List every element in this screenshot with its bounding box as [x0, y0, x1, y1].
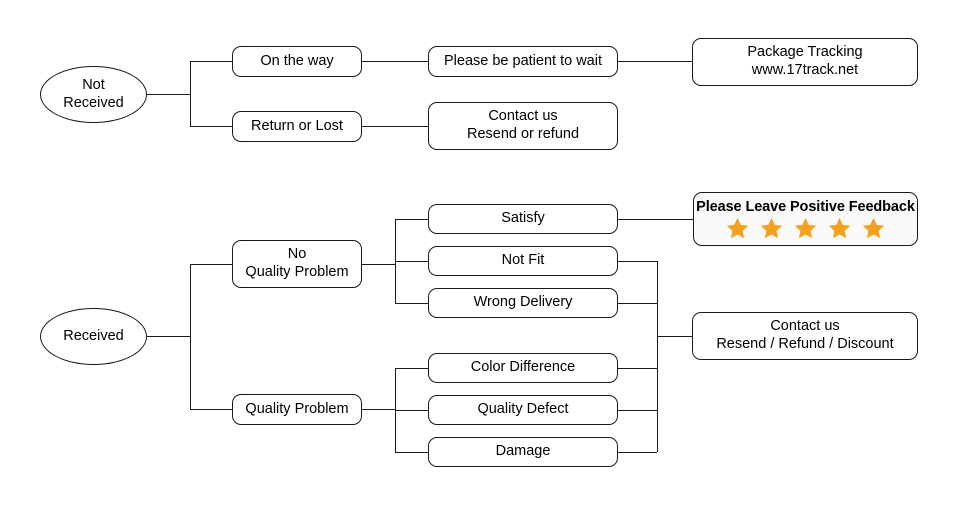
- connector-on-the-way-to-wait: [362, 61, 428, 62]
- node-quality-problem[interactable]: Quality Problem: [232, 394, 362, 425]
- node-on-the-way-label: On the way: [260, 52, 334, 69]
- connector-to-quality-defect: [395, 410, 428, 411]
- star-icon: [726, 217, 749, 239]
- node-satisfy-label: Satisfy: [501, 210, 545, 227]
- node-contact-resend-refund-discount-label: Contact us Resend / Refund / Discount: [716, 318, 894, 352]
- star-icon: [794, 217, 817, 239]
- connector-quality-defect-to-merge: [618, 410, 657, 411]
- connector-not-received-to-on-the-way: [190, 61, 232, 62]
- node-please-be-patient-label: Please be patient to wait: [444, 52, 602, 69]
- connector-color-difference-to-merge: [618, 368, 657, 369]
- node-wrong-delivery[interactable]: Wrong Delivery: [428, 288, 618, 318]
- connector-damage-to-merge: [618, 452, 657, 453]
- node-not-received-label: Not Received: [63, 76, 124, 111]
- node-color-difference-label: Color Difference: [470, 359, 576, 376]
- node-contact-resend-refund-discount[interactable]: Contact us Resend / Refund / Discount: [692, 312, 918, 360]
- connector-received-to-quality-problem: [190, 409, 232, 410]
- connector-return-or-lost-to-contact: [362, 126, 428, 127]
- node-damage[interactable]: Damage: [428, 437, 618, 467]
- node-return-or-lost[interactable]: Return or Lost: [232, 111, 362, 142]
- node-satisfy[interactable]: Satisfy: [428, 204, 618, 234]
- connector-not-received-stem: [147, 94, 190, 95]
- connector-received-spine: [190, 264, 191, 409]
- connector-to-color-difference: [395, 368, 428, 369]
- node-contact-resend-refund-label: Contact us Resend or refund: [466, 108, 580, 142]
- star-icon: [828, 217, 851, 239]
- connector-received-stem: [147, 336, 190, 337]
- node-no-quality-problem[interactable]: No Quality Problem: [232, 240, 362, 288]
- node-on-the-way[interactable]: On the way: [232, 46, 362, 77]
- node-positive-feedback[interactable]: Please Leave Positive Feedback: [693, 192, 918, 246]
- connector-to-wrong-delivery: [395, 303, 428, 304]
- connector-to-damage: [395, 452, 428, 453]
- connector-wait-to-tracking: [618, 61, 692, 62]
- node-return-or-lost-label: Return or Lost: [251, 117, 343, 134]
- connector-received-to-no-quality-problem: [190, 264, 232, 265]
- node-quality-defect-label: Quality Defect: [477, 401, 569, 418]
- node-quality-defect[interactable]: Quality Defect: [428, 395, 618, 425]
- node-package-tracking[interactable]: Package Tracking www.17track.net: [692, 38, 918, 86]
- feedback-label: Please Leave Positive Feedback: [696, 199, 915, 215]
- node-not-fit-label: Not Fit: [501, 252, 545, 269]
- node-not-fit[interactable]: Not Fit: [428, 246, 618, 276]
- node-contact-resend-refund[interactable]: Contact us Resend or refund: [428, 102, 618, 150]
- node-damage-label: Damage: [495, 443, 551, 460]
- node-received-label: Received: [63, 327, 124, 344]
- node-quality-problem-label: Quality Problem: [245, 400, 349, 417]
- node-not-received[interactable]: Not Received: [40, 66, 147, 123]
- node-color-difference[interactable]: Color Difference: [428, 353, 618, 383]
- connector-merge-spine: [657, 261, 658, 452]
- connector-quality-problem-stem: [362, 409, 395, 410]
- star-icon: [760, 217, 783, 239]
- connector-merge-to-resolution: [657, 336, 692, 337]
- node-no-quality-problem-label: No Quality Problem: [245, 246, 349, 280]
- node-received[interactable]: Received: [40, 308, 147, 365]
- connector-not-received-spine: [190, 61, 191, 126]
- connector-satisfy-to-feedback: [618, 219, 693, 220]
- connector-not-received-to-return-or-lost: [190, 126, 232, 127]
- star-rating[interactable]: [725, 216, 886, 241]
- connector-to-not-fit: [395, 261, 428, 262]
- connector-not-fit-to-merge: [618, 261, 657, 262]
- connector-wrong-delivery-to-merge: [618, 303, 657, 304]
- connector-no-quality-problem-stem: [362, 264, 395, 265]
- node-wrong-delivery-label: Wrong Delivery: [473, 294, 573, 311]
- node-please-be-patient[interactable]: Please be patient to wait: [428, 46, 618, 77]
- connector-to-satisfy: [395, 219, 428, 220]
- node-package-tracking-label: Package Tracking www.17track.net: [747, 44, 863, 78]
- star-icon: [862, 217, 885, 239]
